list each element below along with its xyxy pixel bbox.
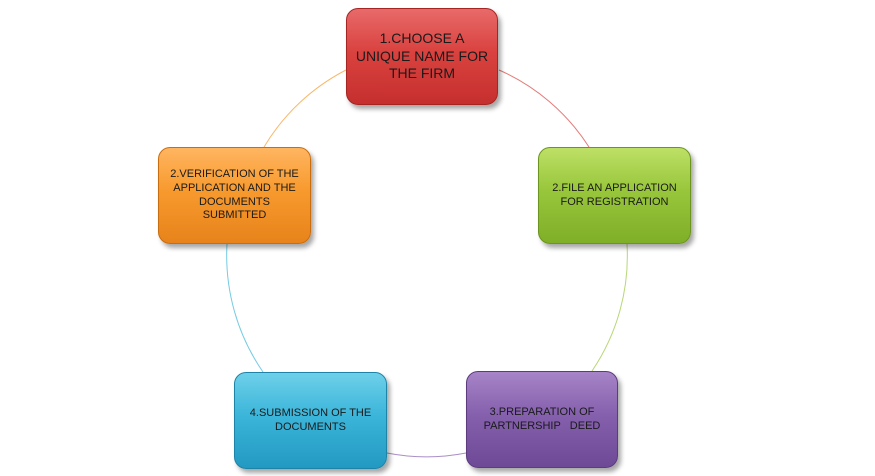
arc-connector-3-4 [386,452,467,458]
step-verification-label: 2.VERIFICATION OF THE APPLICATION AND TH… [170,168,299,222]
step-partnership-deed-box: 3.PREPARATION OF PARTNERSHIP DEED [466,371,618,468]
step-choose-name-label: 1.CHOOSE A UNIQUE NAME FOR THE FIRM [355,30,489,82]
arc-connector-5-1 [263,69,347,148]
step-partnership-deed-label: 3.PREPARATION OF PARTNERSHIP DEED [483,405,601,432]
arc-connector-4-5 [226,243,264,373]
arc-connector-1-2 [498,69,590,148]
step-verification-box: 2.VERIFICATION OF THE APPLICATION AND TH… [158,147,311,244]
step-choose-name-box: 1.CHOOSE A UNIQUE NAME FOR THE FIRM [346,8,498,105]
arc-connector-2-3 [591,243,628,372]
step-file-application-box: 2.FILE AN APPLICATION FOR REGISTRATION [538,147,691,244]
step-submission-label: 4.SUBMISSION OF THE DOCUMENTS [249,406,372,433]
step-file-application-label: 2.FILE AN APPLICATION FOR REGISTRATION [552,181,677,208]
step-submission-box: 4.SUBMISSION OF THE DOCUMENTS [234,372,387,469]
